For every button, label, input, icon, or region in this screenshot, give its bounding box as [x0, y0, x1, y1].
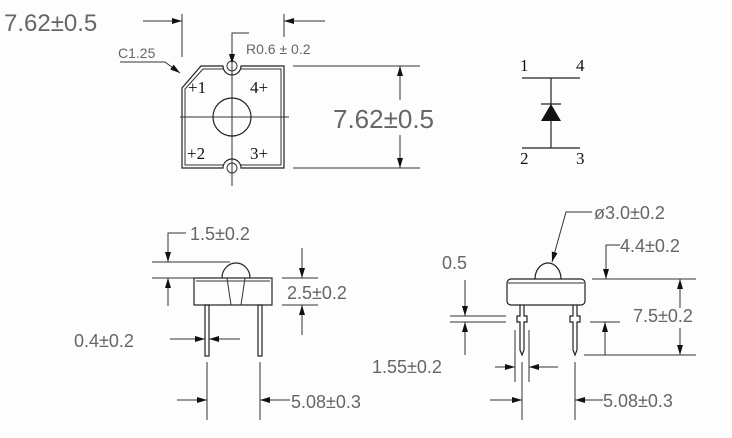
dome: [221, 262, 251, 279]
dome: [534, 262, 562, 280]
shoulder-width-dimension: 1.55±0.2: [372, 357, 442, 377]
dome-height-dimension: 1.5±0.2: [190, 224, 250, 244]
top-view: +1 4+ +2 3+ 7.62±0.5 R0.6 ± 0.2 C1.25 7.…: [4, 10, 434, 186]
pin-label-3: 3+: [250, 144, 268, 163]
diode-triangle-icon: [541, 104, 561, 121]
pin-label-4: 4+: [250, 78, 268, 97]
body: [193, 277, 273, 306]
width-dimension: 7.62±0.5: [4, 10, 97, 37]
radius-dimension: R0.6 ± 0.2: [246, 41, 311, 57]
pin-pitch-dimension: 5.08±0.3: [603, 391, 673, 411]
pin-label-2: +2: [187, 144, 205, 163]
package-outline: [181, 65, 285, 169]
schematic-pin-3: 3: [576, 149, 585, 168]
dome-diameter-dimension: ø3.0±0.2: [594, 203, 665, 223]
body-height-dimension: 2.5±0.2: [287, 283, 347, 303]
schematic-symbol: 1 4 2 3: [520, 56, 585, 168]
pin-right: [257, 304, 263, 357]
schematic-pin-2: 2: [520, 149, 529, 168]
shoulder-dimension: 0.5: [442, 253, 467, 273]
body: [506, 278, 586, 306]
leader-line: [229, 32, 249, 64]
pin-left: [516, 305, 528, 357]
pin-right: [569, 305, 581, 357]
pin-label-1: +1: [188, 78, 206, 97]
side-view: 1.5±0.2 2.5±0.2 0.4±0.2 5.08±0.3: [74, 224, 361, 420]
pin-left: [204, 304, 210, 357]
schematic-pin-4: 4: [576, 56, 585, 75]
total-height-dimension: 7.5±0.2: [633, 306, 693, 326]
body-width-dimension: 4.4±0.2: [620, 236, 680, 256]
pin-width-dimension: 0.4±0.2: [74, 331, 134, 351]
pin-pitch-dimension: 5.08±0.3: [291, 392, 361, 412]
front-view: ø3.0±0.2 4.4±0.2 7.5±0.2 0.5 1.55±0.2 5.…: [372, 203, 696, 420]
lens-circle: [212, 97, 252, 137]
height-dimension: 7.62±0.5: [333, 104, 434, 134]
schematic-pin-1: 1: [520, 56, 529, 75]
leader-line: [120, 61, 181, 74]
chamfer-dimension: C1.25: [118, 45, 156, 61]
